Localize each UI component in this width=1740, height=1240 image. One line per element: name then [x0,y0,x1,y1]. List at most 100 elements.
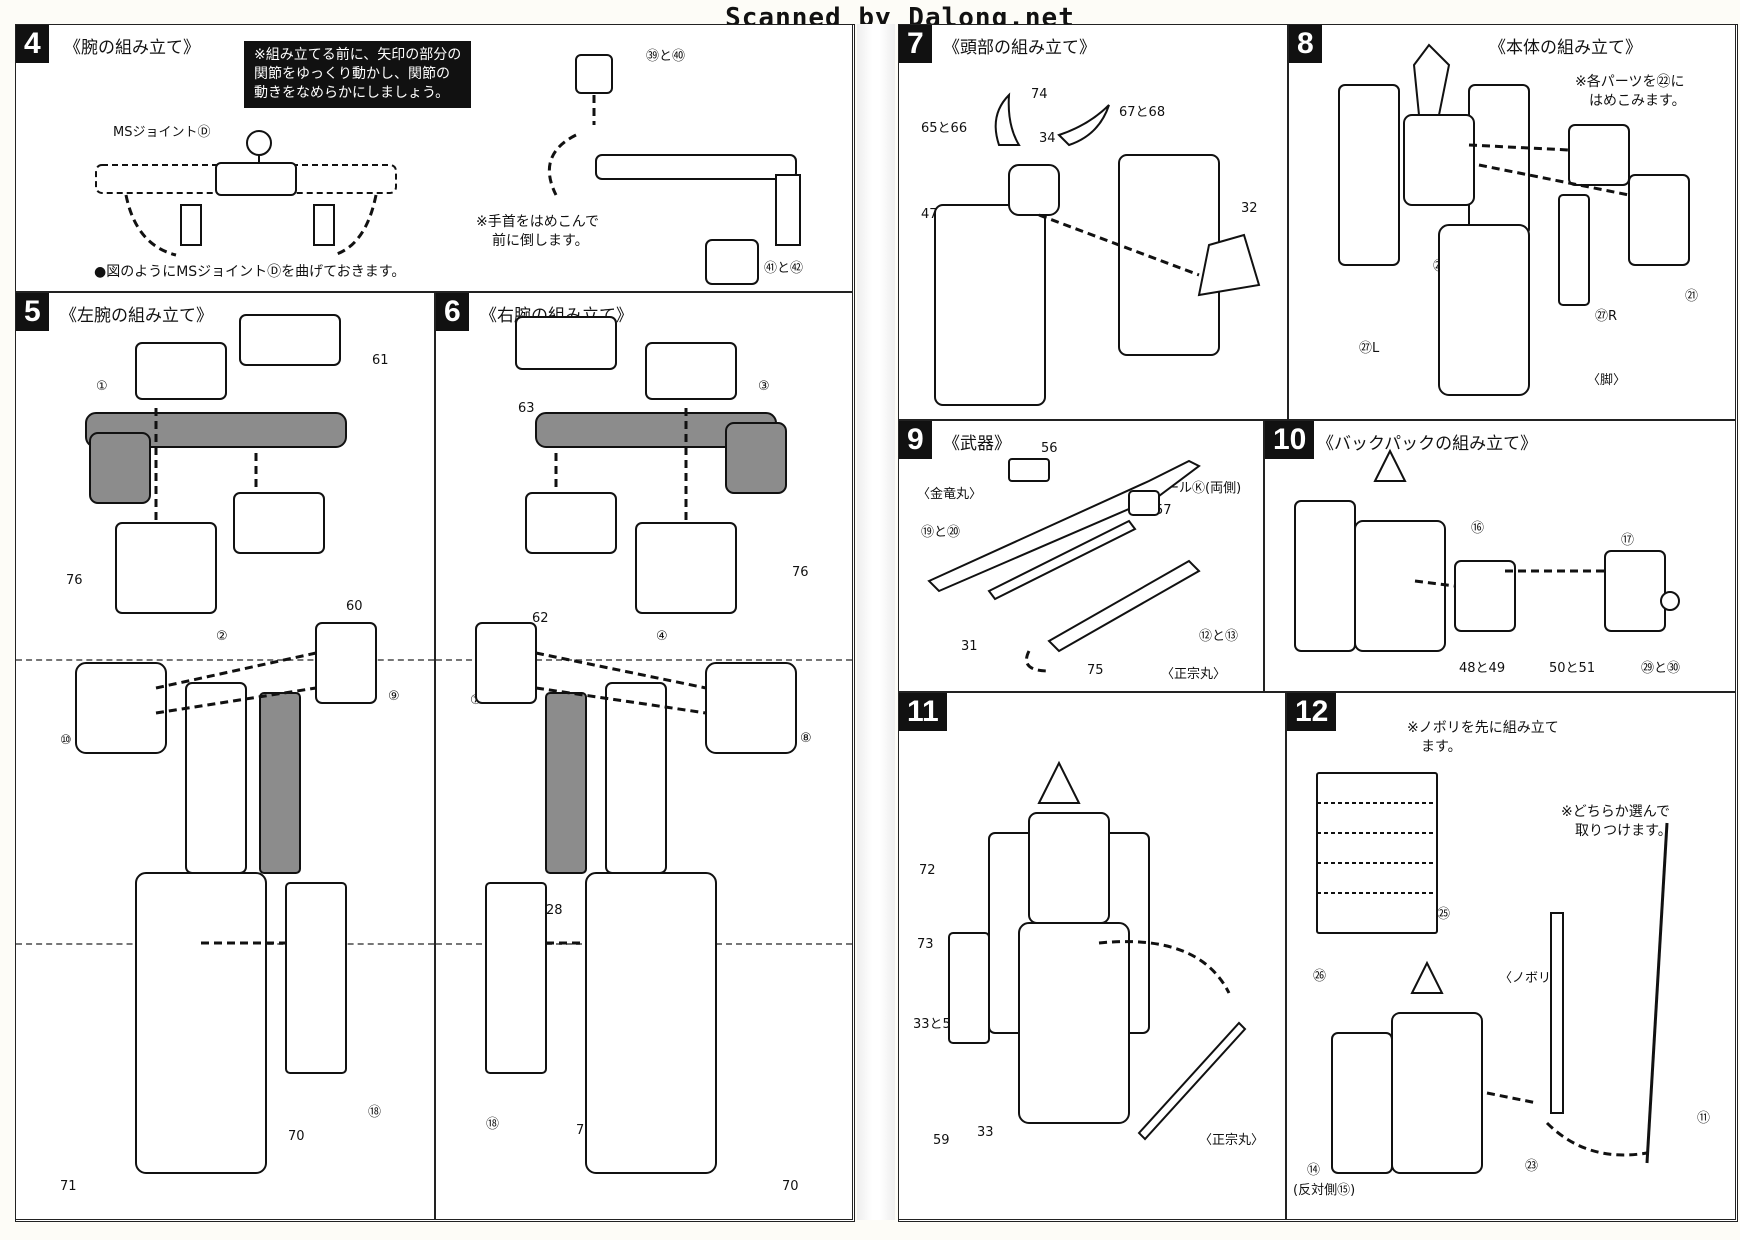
step-8-panel: 8 《本体の組み立て》 ※各パーツを㉒に はめこみます。 ㉒ ㉑ ㉗R ㉗L 〈… [1288,24,1736,420]
part-25: ㉕ [1437,907,1451,922]
part-27-right: ㉗R [1595,309,1618,324]
part-3: ③ [758,379,770,394]
right-arm-drawing [475,316,797,1174]
part-9: ⑨ [388,689,400,704]
note-line: ※手首をはめこんで [476,214,600,230]
part-4: ④ [656,629,668,644]
masamunemaru-label: 〈正宗丸〉 [1199,1133,1265,1148]
wrist-note: ※手首をはめこんで 前に倒します。 [476,213,599,251]
step-number: 11 [899,693,947,731]
step-4-panel: 4 《腕の組み立て》 ※組み立てる前に、矢印の部分の 関節をゆっくり動かし、関節… [15,24,853,292]
note-line: ※ノボリを先に組み立て [1407,720,1559,736]
part-18: ⑱ [368,1105,382,1120]
step-title: 《腕の組み立て》 [64,38,200,58]
part-18: ⑱ [486,1117,500,1132]
section-divider [16,659,434,661]
part-70: 70 [288,1129,305,1144]
warning-box: ※組み立てる前に、矢印の部分の 関節をゆっくり動かし、関節の 動きをなめらかにし… [244,41,472,108]
step-12-note-1: ※ノボリを先に組み立て ます。 [1407,719,1559,757]
page-gutter [857,24,895,1220]
part-1: ① [96,379,108,394]
part-12-13: ⑫と⑬ [1199,629,1239,644]
part-75: 75 [1087,663,1104,678]
part-65-66: 65と66 [921,121,968,136]
part-8: ⑧ [800,731,812,746]
part-17: ⑰ [1621,533,1635,548]
backpack-drawing [1294,448,1680,652]
step-number: 9 [899,421,932,459]
step-title: 《本体の組み立て》 [1489,38,1642,58]
note-line: ※各パーツを㉒に [1575,74,1685,90]
step-10-panel: 10 《バックパックの組み立て》 ⑯ ⑰ 48と49 50と51 ㉙と㉚ [1264,420,1736,692]
part-33-58: 33と58 [913,1017,960,1032]
part-31: 31 [961,639,978,654]
part-76: 76 [792,565,809,580]
part-74: 74 [1031,87,1048,102]
part-27-left: ㉗L [1359,341,1380,356]
part-29-30: ㉙と㉚ [1641,661,1681,676]
step-number: 12 [1287,693,1337,731]
weapons-drawing [927,458,1201,673]
warning-line: 関節をゆっくり動かし、関節の [254,66,450,82]
part-76: 76 [66,573,83,588]
warning-line: ※組み立てる前に、矢印の部分の [254,47,462,63]
part-10: ⑩ [60,733,72,748]
part-11: ⑪ [1697,1111,1711,1126]
banner-drawing [1316,772,1669,1174]
part-61: 61 [372,353,389,368]
step-number: 8 [1289,25,1322,63]
step-9-panel: 9 《武器》 56 〈金竜丸〉 シールⓀ(両側) ⑲と⑳ 57 31 ⑫と⑬ 7… [898,420,1264,692]
part-41-42: ㊶と㊷ [764,261,804,276]
nobori-label: 〈ノボリ〉 [1499,971,1565,986]
full-assembly-drawing [948,760,1247,1141]
step-number: 10 [1265,421,1315,459]
joint-label: MSジョイントⒹ [113,125,211,140]
part-60: 60 [346,599,363,614]
part-15-opposite: (反対側⑮) [1293,1183,1356,1198]
step-8-note: ※各パーツを㉒に はめこみます。 [1575,73,1686,111]
leg-label: 〈脚〉 [1587,373,1627,388]
step-number: 6 [436,293,469,331]
masamunemaru-label: 〈正宗丸〉 [1161,667,1227,682]
part-32: 32 [1241,201,1258,216]
part-71: 71 [60,1179,77,1194]
kinryumaru-label: 〈金竜丸〉 [917,487,983,502]
part-39-40: ㊴と㊵ [646,49,686,64]
step-title: 《左腕の組み立て》 [60,306,213,326]
part-34: 34 [1039,131,1056,146]
part-26: ㉖ [1313,969,1327,984]
body-drawing [1338,43,1690,396]
part-19-20: ⑲と⑳ [921,525,961,540]
part-2: ② [216,629,228,644]
step-number: 4 [16,25,49,63]
step-title: 《バックパックの組み立て》 [1317,434,1538,454]
part-47: 47 [921,207,938,222]
part-72: 72 [919,863,936,878]
step-5-panel: 5 《左腕の組み立て》 ① 61 76 ② 60 ⑩ ⑨ 28 ⑱ 70 71 [15,292,435,1220]
step-7-panel: 7 《頭部の組み立て》 74 65と66 67と68 34 47 32 [898,24,1288,420]
step-number: 5 [16,293,49,331]
part-59: 59 [933,1133,950,1148]
part-50-51: 50と51 [1549,661,1596,676]
part-48-49: 48と49 [1459,661,1506,676]
part-28: 28 [546,903,563,918]
part-56: 56 [1041,441,1058,456]
step-title: 《武器》 [943,434,1011,454]
note-line: はめこみます。 [1589,93,1686,109]
bend-note: ●図のようにMSジョイントⒹを曲げておきます。 [94,264,406,280]
note-line: ※どちらか選んで [1561,804,1671,820]
step-12-note-2: ※どちらか選んで 取りつけます。 [1561,803,1672,841]
part-70: 70 [782,1179,799,1194]
part-21: ㉑ [1685,289,1699,304]
step-12-panel: 12 ※ノボリを先に組み立て ます。 ※どちらか選んで 取りつけます。 ㉕ ㉖ … [1286,692,1736,1220]
step-title: 《頭部の組み立て》 [943,38,1096,58]
warning-line: 動きをなめらかにしましょう。 [254,85,450,101]
note-line: 前に倒します。 [492,233,589,249]
head-drawing [934,92,1261,406]
part-23: ㉓ [1525,1159,1539,1174]
part-67-68: 67と68 [1119,105,1166,120]
part-63: 63 [518,401,535,416]
part-7: ⑦ [470,693,482,708]
step-6-panel: 6 《右腕の組み立て》 63 ③ 76 62 ④ ⑦ ⑧ 28 ⑱ 71 70 [435,292,853,1220]
note-line: ます。 [1421,739,1462,755]
